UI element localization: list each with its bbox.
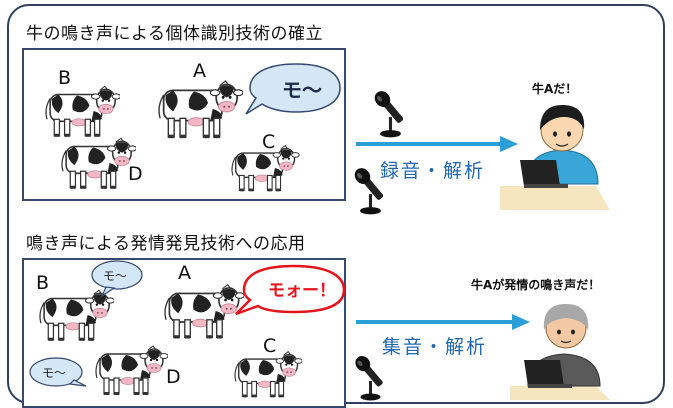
speech-bubble-icon <box>235 264 346 316</box>
cow-icon <box>145 74 243 144</box>
bubble-text-d: モ～ <box>42 366 67 380</box>
arrow-right-icon <box>356 314 530 330</box>
arrow-label: 録音・解析 <box>380 160 486 182</box>
cow-label-a: A <box>178 262 191 284</box>
section1-heading: 牛の鳴き声による個体識別技術の確立 <box>26 24 323 44</box>
cow-label-c: C <box>262 131 276 153</box>
person-speech: 牛Aが発情の鳴き声だ！ <box>471 278 601 292</box>
cow-icon <box>50 132 136 194</box>
cow-icon <box>84 340 168 400</box>
microphone-icon <box>370 88 412 140</box>
speech-bubble-icon <box>91 260 143 298</box>
bubble-text: モ～ <box>282 78 322 102</box>
cow-label-d: D <box>128 163 143 185</box>
cow-label-d: D <box>166 366 181 388</box>
cow-icon <box>152 278 244 344</box>
microphone-icon <box>350 353 392 403</box>
section2-heading: 鳴き声による発情発見技術への応用 <box>26 234 306 254</box>
cow-label-a: A <box>193 60 206 82</box>
bubble-text-b: モ～ <box>103 269 128 283</box>
person-speech: 牛Aだ！ <box>532 82 578 96</box>
cow-label-b: B <box>36 272 50 294</box>
bubble-text-a: モォー！ <box>268 281 336 301</box>
arrow-right-icon <box>356 136 518 152</box>
speech-bubble-icon <box>29 357 87 387</box>
arrow-label: 集音・解析 <box>382 336 488 358</box>
cow-icon <box>220 140 300 196</box>
person-at-laptop-icon <box>510 304 610 400</box>
speech-bubble-icon <box>245 63 341 115</box>
cow-label-b: B <box>58 67 72 89</box>
cow-label-c: C <box>263 335 277 357</box>
person-at-laptop-icon <box>500 104 610 210</box>
